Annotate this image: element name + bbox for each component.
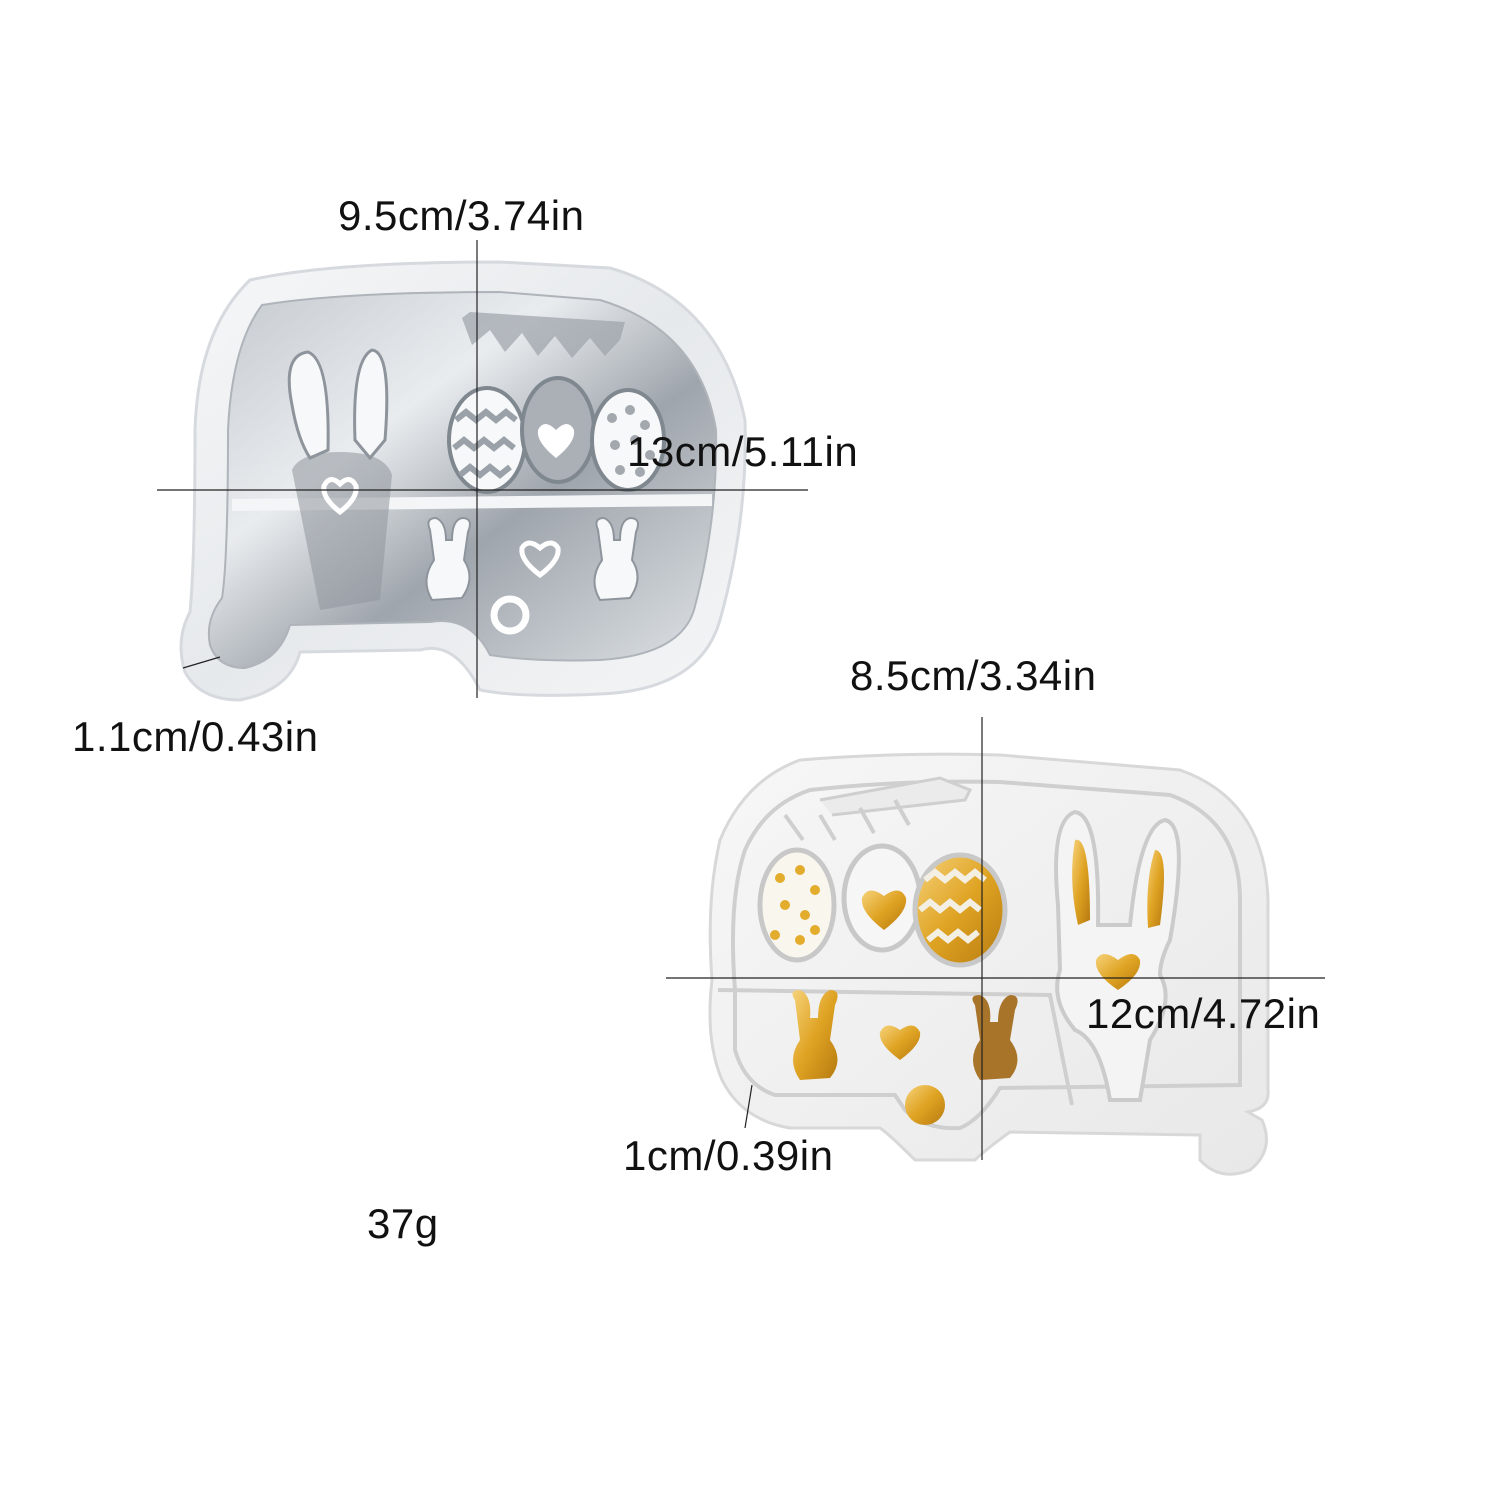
bottom-depth-line: [744, 1084, 753, 1129]
egg-right-zigzag: [918, 868, 987, 944]
transparent-camper-mold: [179, 260, 747, 702]
small-heart: [879, 1025, 921, 1060]
bunny-ear-left-fill: [1072, 839, 1090, 925]
bunny-heart: [1095, 954, 1141, 990]
white-camper-mold: [708, 752, 1270, 1176]
bottom-width-label: 8.5cm/3.34in: [850, 652, 1097, 699]
bunny-ear-left: [287, 350, 330, 460]
weight-label: 37g: [367, 1200, 439, 1247]
small-bunny-left: [792, 990, 838, 1080]
bunny-ear-right-fill: [1147, 850, 1164, 928]
bunny-head: [292, 452, 392, 610]
bottom-length-label: 12cm/4.72in: [1086, 990, 1321, 1037]
top-length-label: 13cm/5.11in: [627, 428, 859, 475]
mold-outer-body: [708, 752, 1270, 1176]
mold-inner-outline: [731, 779, 1242, 1131]
bunting: [462, 312, 625, 358]
egg-left-dots: [770, 865, 820, 945]
bunny-heart: [321, 477, 359, 516]
bottom-depth-label: 1cm/0.39in: [623, 1132, 834, 1179]
small-bunny-left: [425, 516, 471, 602]
small-bunny-right: [593, 516, 639, 602]
top-depth-line: [182, 656, 221, 669]
small-ring: [490, 595, 530, 635]
egg-middle-heart: [537, 424, 575, 458]
bunting-flags: [783, 799, 911, 842]
small-round: [905, 1085, 945, 1125]
small-heart: [519, 540, 561, 579]
small-bunny-right: [972, 995, 1018, 1080]
egg-middle-heart: [861, 890, 907, 930]
egg-right-dots: [607, 405, 655, 477]
measurement-lines: [157, 240, 1325, 1160]
egg-left-zigzag: [452, 408, 518, 479]
top-depth-label: 1.1cm/0.43in: [72, 713, 319, 760]
top-width-label: 9.5cm/3.74in: [338, 192, 585, 239]
bunting: [819, 776, 973, 817]
bunny-ear-right: [353, 348, 389, 461]
